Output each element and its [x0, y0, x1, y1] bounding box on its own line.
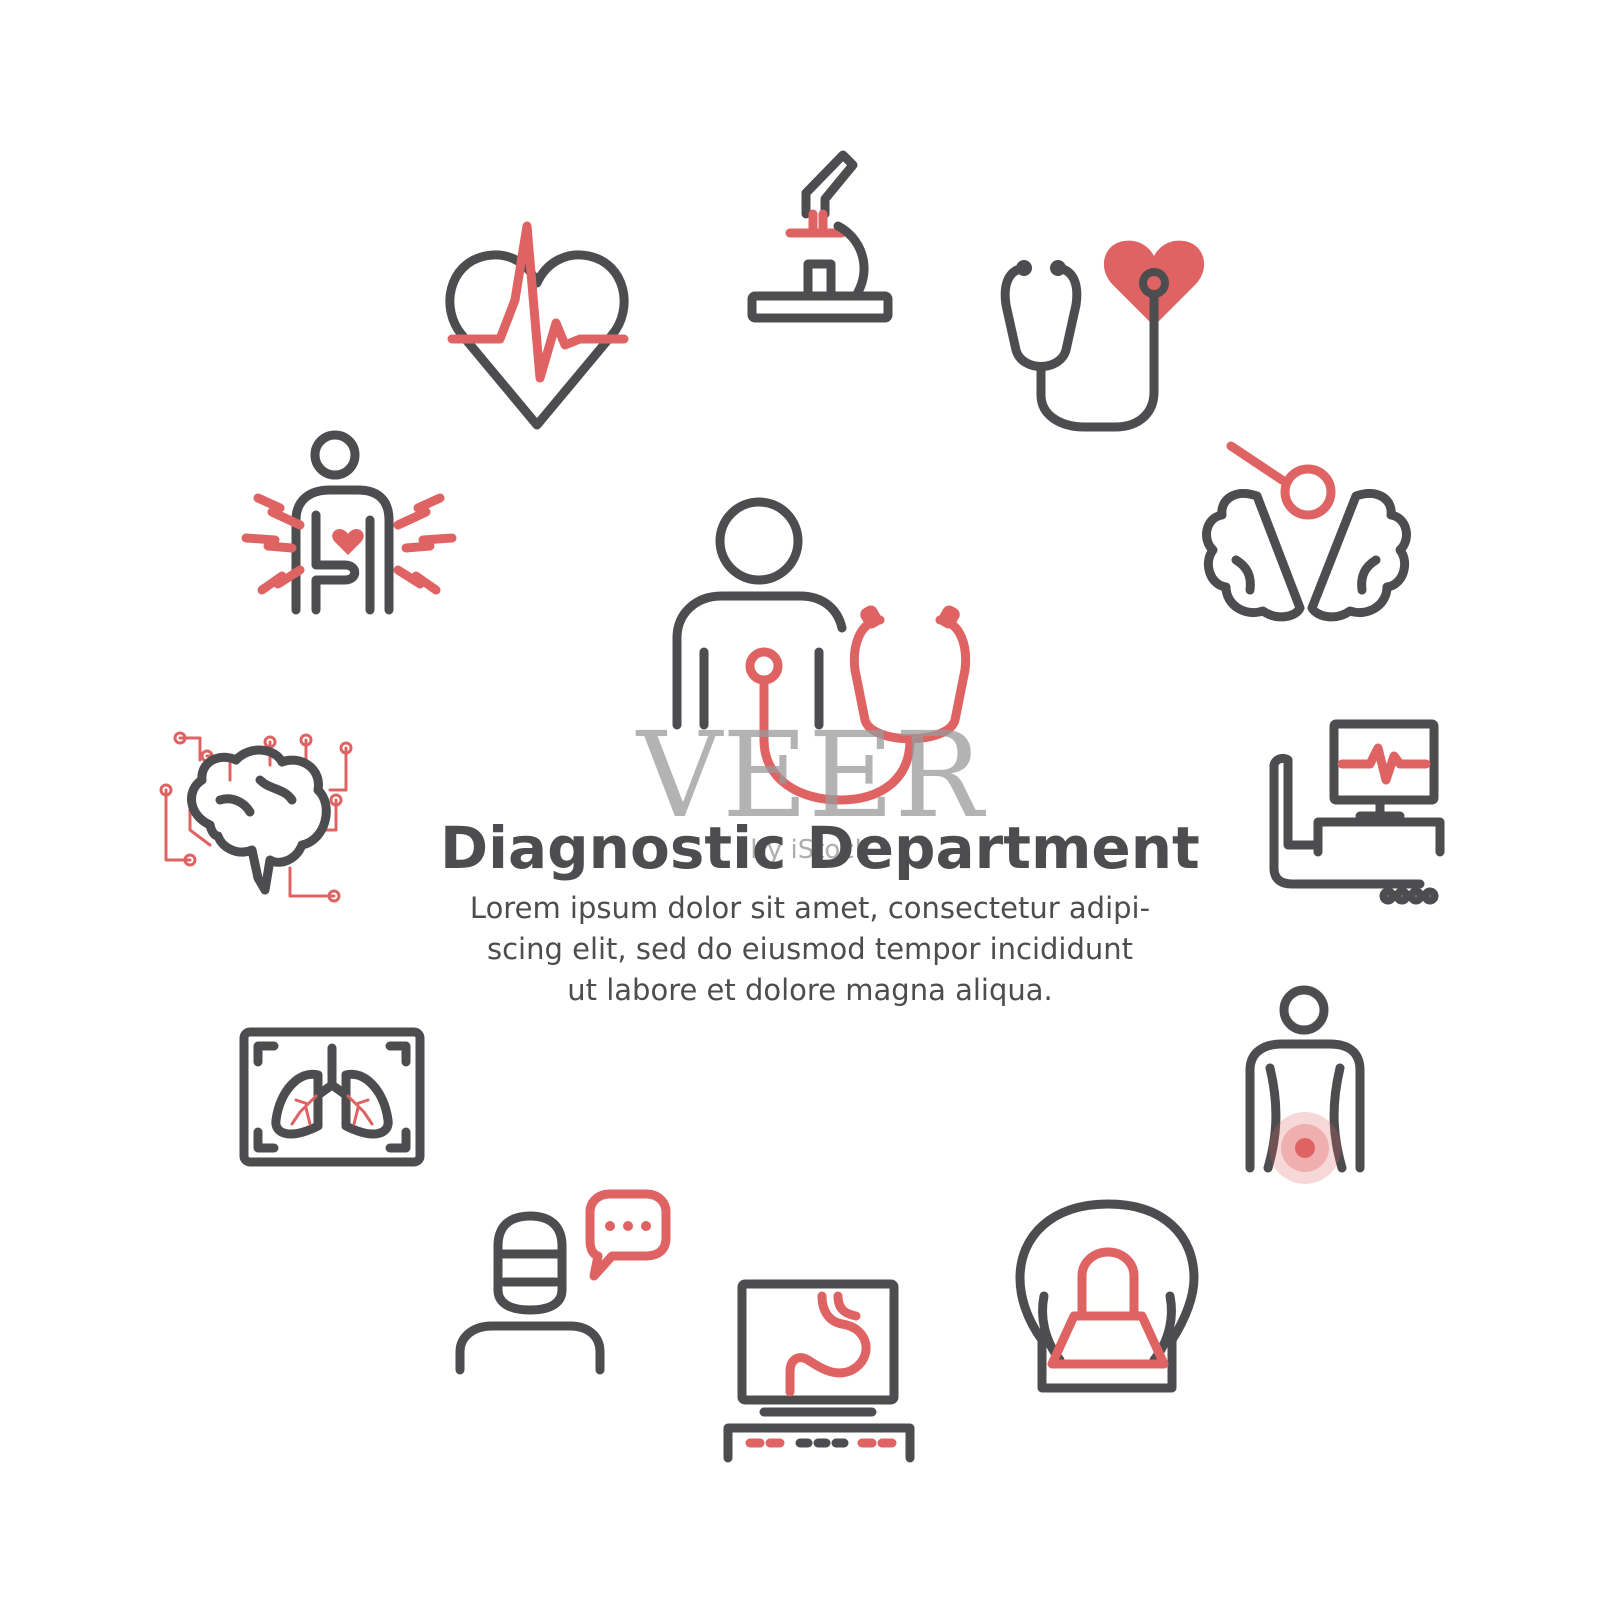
- stomach-monitor-icon: [723, 1279, 915, 1463]
- description-line: scing elit, sed do eiusmod tempor incidi…: [486, 932, 1134, 966]
- stethoscope-heart-icon: [1000, 240, 1205, 432]
- svg-text:VEER: VEER: [635, 706, 986, 844]
- description-line: ut labore et dolore magna aliqua.: [567, 973, 1053, 1007]
- brain-magnifier-icon: [1202, 441, 1411, 622]
- description-text: Lorem ipsum dolor sit amet, consectetur …: [440, 888, 1180, 1011]
- mri-scanner-icon: [1015, 1199, 1199, 1393]
- abdominal-pain-icon: [1245, 985, 1365, 1184]
- microscope-icon: [747, 150, 893, 323]
- neural-brain-icon: [159, 731, 353, 903]
- heart-pulse-icon: [445, 221, 629, 430]
- description-line: Lorem ipsum dolor sit amet, consectetur …: [469, 891, 1151, 925]
- patient-stethoscope-icon: [672, 497, 971, 805]
- watermark-logo: VEER by iStock: [635, 706, 986, 865]
- cardiac-monitor-icon: [1269, 719, 1445, 905]
- page-title: Diagnostic Department: [440, 814, 1200, 882]
- doctor-chat-icon: [455, 1189, 671, 1375]
- patient-chest-pain-icon: [241, 430, 457, 615]
- svg-text:by iStock: by iStock: [750, 835, 869, 865]
- lung-xray-icon: [239, 1027, 425, 1167]
